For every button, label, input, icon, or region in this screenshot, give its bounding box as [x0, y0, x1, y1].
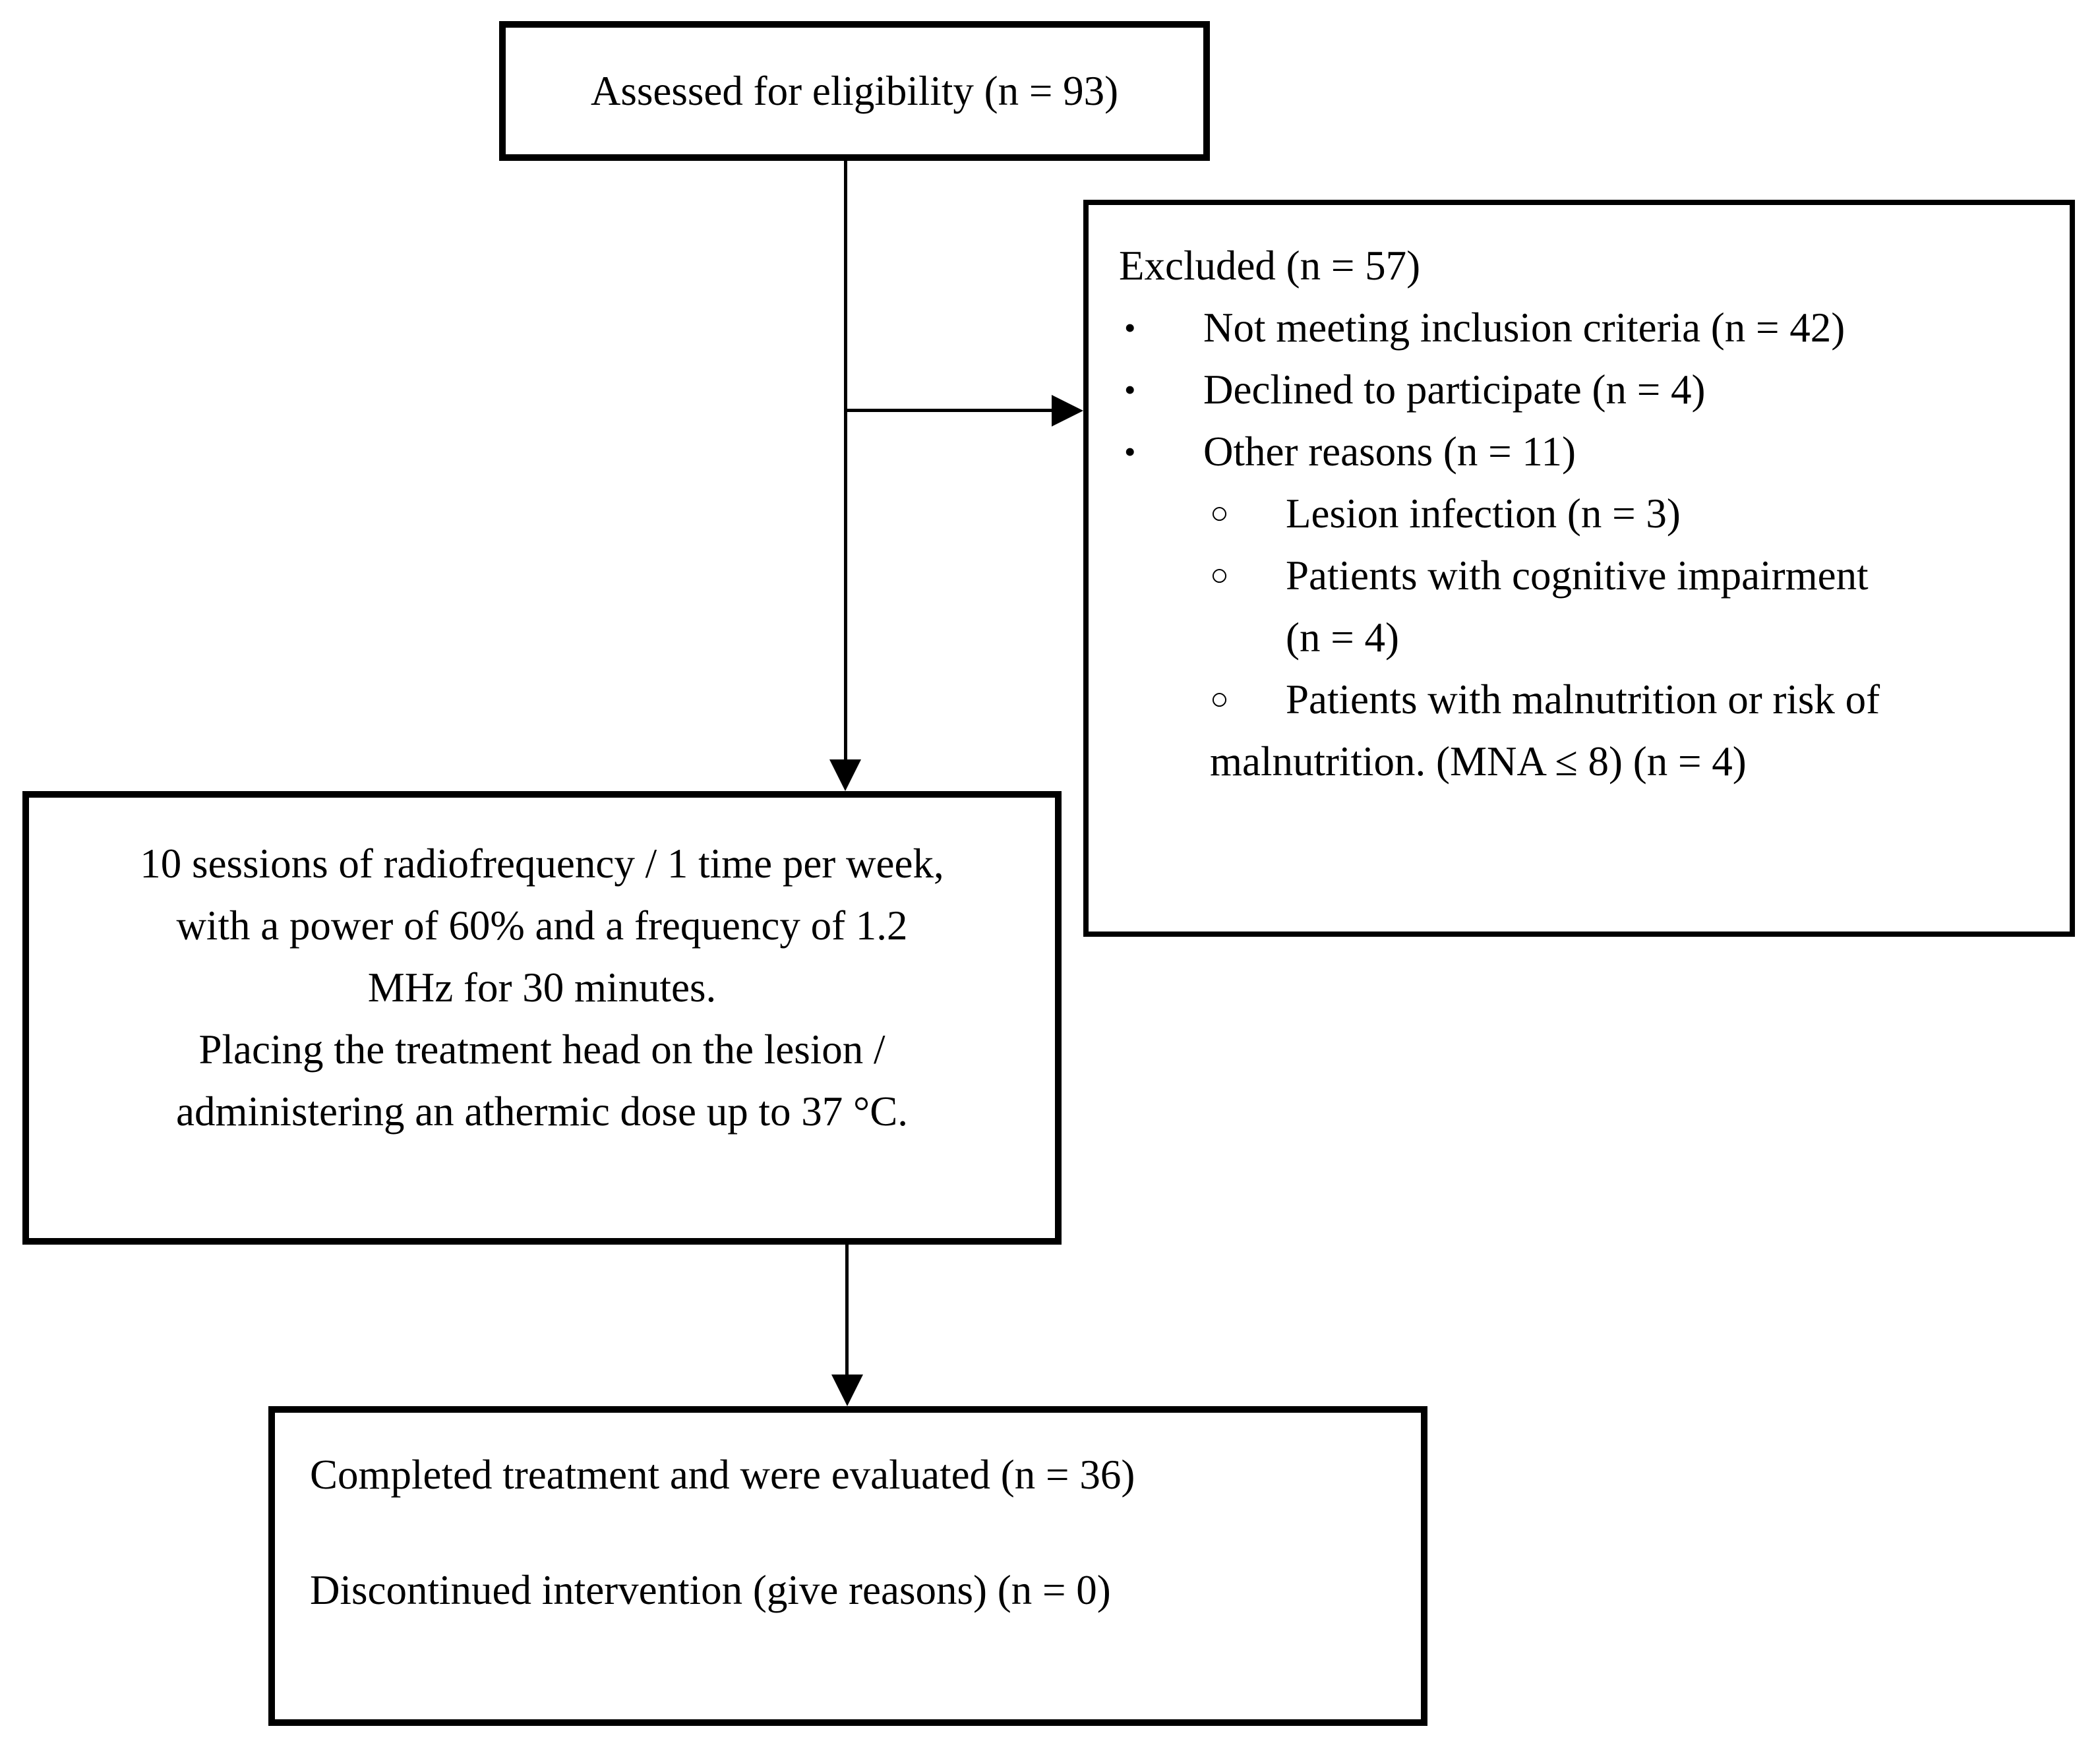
- excluded-item-text: Declined to participate (n = 4): [1203, 367, 1706, 413]
- arrow-line-branch-excluded: [844, 409, 1055, 412]
- excluded-item-other-reasons: • Other reasons (n = 11): [1089, 421, 2070, 483]
- excluded-subitem-malnutrition: ○ Patients with malnutrition or risk of: [1089, 668, 2070, 730]
- bullet-dot-icon: •: [1124, 309, 1136, 346]
- bullet-circle-icon: ○: [1210, 682, 1229, 717]
- arrowhead-down-completed: [831, 1375, 863, 1406]
- excluded-subitem-text: Patients with cognitive impairment: [1286, 552, 1869, 599]
- arrow-line-vertical-bottom: [845, 1245, 849, 1375]
- excluded-item-text: Other reasons (n = 11): [1203, 429, 1576, 475]
- excluded-subitem-lesion-infection: ○ Lesion infection (n = 3): [1089, 483, 2070, 545]
- excluded-item-text: Not meeting inclusion criteria (n = 42): [1203, 305, 1845, 351]
- arrow-line-vertical-top: [844, 160, 847, 759]
- excluded-subitem-cognitive-impairment: ○ Patients with cognitive impairment: [1089, 545, 2070, 606]
- blank-line-spacer: [275, 1506, 1421, 1559]
- completed-treatment-text: Completed treatment and were evaluated (…: [310, 1452, 1135, 1498]
- completed-box: Completed treatment and were evaluated (…: [268, 1406, 1427, 1726]
- excluded-item-declined: • Declined to participate (n = 4): [1089, 359, 2070, 421]
- intervention-text-line: administering an athermic dose up to 37 …: [176, 1088, 908, 1135]
- bullet-dot-icon: •: [1124, 371, 1136, 408]
- arrowhead-down-intervention: [829, 759, 861, 791]
- intervention-box: 10 sessions of radiofrequency / 1 time p…: [22, 791, 1062, 1245]
- assessed-eligibility-text: Assessed for eligibility (n = 93): [590, 68, 1119, 114]
- intervention-text-line: Placing the treatment head on the lesion…: [198, 1026, 885, 1073]
- excluded-box: Excluded (n = 57) • Not meeting inclusio…: [1083, 200, 2075, 937]
- excluded-subitem-continuation: (n = 4): [1286, 614, 1399, 661]
- discontinued-intervention-text: Discontinued intervention (give reasons)…: [310, 1567, 1111, 1613]
- excluded-subitem-continuation: malnutrition. (MNA ≤ 8) (n = 4): [1210, 738, 1747, 784]
- bullet-dot-icon: •: [1124, 433, 1136, 470]
- excluded-subitem-text: Patients with malnutrition or risk of: [1286, 676, 1880, 723]
- intervention-text-line: with a power of 60% and a frequency of 1…: [176, 902, 908, 949]
- arrowhead-right-excluded: [1052, 395, 1083, 427]
- bullet-circle-icon: ○: [1210, 496, 1229, 531]
- assessed-eligibility-box: Assessed for eligibility (n = 93): [499, 21, 1210, 161]
- intervention-text-line: MHz for 30 minutes.: [367, 964, 717, 1011]
- bullet-circle-icon: ○: [1210, 558, 1229, 593]
- intervention-text-line: 10 sessions of radiofrequency / 1 time p…: [140, 841, 944, 887]
- excluded-title: Excluded (n = 57): [1119, 243, 1421, 289]
- excluded-item-not-meeting: • Not meeting inclusion criteria (n = 42…: [1089, 297, 2070, 359]
- excluded-subitem-text: Lesion infection (n = 3): [1286, 490, 1681, 537]
